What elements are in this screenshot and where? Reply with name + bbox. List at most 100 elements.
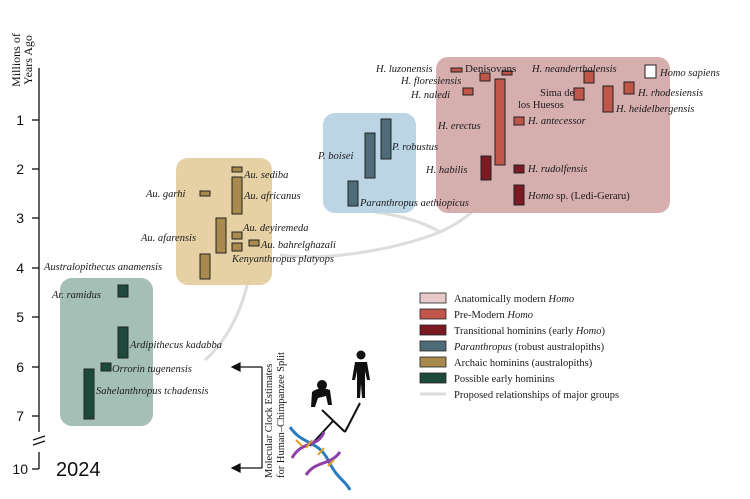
legend-transitional-suffix: ) — [601, 326, 605, 337]
bar-denisovans — [479, 72, 491, 82]
legend-item-paranthropus: Paranthropus (robust australopiths) — [419, 340, 605, 353]
svg-text:Anatomically modern Homo: Anatomically modern Homo — [454, 294, 574, 305]
label-naledi: H. naledi — [410, 90, 450, 101]
legend-transitional-italic: Homo — [575, 326, 602, 337]
early-labels: Ar. ramidus Ardipithecus kadabba Orrorin… — [51, 290, 222, 397]
bar-garhi — [199, 190, 211, 197]
curve-split-to-paranthropus — [374, 210, 441, 234]
modern-homo-group-box — [436, 57, 670, 213]
label-aethiopicus: Paranthropus aethiopicus — [359, 198, 469, 209]
label-kadabba: Ardipithecus kadabba — [129, 340, 222, 351]
axis-title-line2: Years Ago — [21, 35, 35, 85]
label-ramidus: Ar. ramidus — [51, 290, 101, 301]
early-hominins-group-box — [60, 278, 153, 426]
label-platyops: Kenyanthropus platyops — [231, 254, 334, 265]
bar-sapiens — [644, 64, 657, 79]
label-deyiremeda: Au. deyiremeda — [242, 223, 309, 234]
legend-item-transitional: Transitional hominins (early Homo) — [419, 324, 605, 337]
modern-homo-labels: H. luzonensis Denisovans H. floresiensis… — [375, 63, 720, 202]
year-label: 2024 — [56, 459, 101, 481]
bar-boisei — [364, 132, 376, 179]
dna-helix-icon — [288, 426, 352, 491]
bar-kadabba — [117, 326, 129, 359]
legend-premodern-text: Pre-Modern — [454, 310, 507, 321]
bar-sediba — [231, 166, 243, 173]
time-axis — [32, 68, 46, 470]
label-africanus: Au. africanus — [243, 191, 301, 202]
legend-paranthropus-italic: Paranthropus — [453, 342, 512, 353]
label-habilis: H. habilis — [425, 165, 467, 176]
molecular-clock-arrows — [230, 362, 263, 473]
label-garhi: Au. garhi — [145, 189, 186, 200]
bar-anamensis — [199, 253, 211, 280]
bar-luzonensis — [450, 67, 463, 73]
label-rhodesiensis: H. rhodesiensis — [637, 88, 703, 99]
molecular-clock-line1: Molecular Clock Estimates — [264, 364, 275, 478]
curve-archaic-to-split — [279, 230, 441, 259]
bar-robustus — [380, 118, 392, 160]
label-antecessor: H. antecessor — [527, 116, 587, 127]
legend-paranthropus-suffix: (robust australopiths) — [512, 342, 605, 353]
legend-relationship-text: Proposed relationships of major groups — [454, 390, 619, 401]
svg-text:Transitional hominins (early H: Transitional hominins (early Homo) — [454, 326, 605, 337]
axis-title: Millions of Years Ago — [9, 33, 35, 87]
legend-early-text: Possible early hominins — [454, 374, 554, 385]
label-tugenensis: Orrorin tugenensis — [112, 364, 192, 375]
legend-item-relationship: Proposed relationships of major groups — [420, 390, 619, 401]
archaic-labels: Au. sediba Au. garhi Au. africanus Au. d… — [43, 170, 336, 273]
label-rudolfensis: H. rudolfensis — [527, 164, 588, 175]
tick-4: 4 — [16, 260, 24, 276]
bar-neanderthalensis — [583, 70, 595, 84]
label-heidelbergensis: H. heidelbergensis — [615, 104, 694, 115]
label-sima-line1: Sima de — [540, 88, 574, 99]
tick-7: 7 — [16, 408, 24, 424]
bar-tchadensis — [83, 368, 95, 420]
bar-ramidus — [117, 284, 129, 298]
label-floresiensis: H. floresiensis — [400, 76, 461, 87]
bar-antecessor — [513, 116, 525, 126]
label-robustus: P. robustus — [391, 142, 438, 153]
legend-item-early: Possible early hominins — [419, 372, 554, 385]
label-tchadensis: Sahelanthropus tchadensis — [96, 386, 208, 397]
bar-platyops — [231, 242, 243, 252]
bar-heidelbergensis — [602, 85, 614, 113]
bar-naledi — [462, 87, 474, 96]
tick-10: 10 — [12, 461, 28, 477]
legend: Anatomically modern Homo Pre-Modern Homo… — [419, 292, 619, 401]
svg-text:Pre-Modern Homo: Pre-Modern Homo — [454, 310, 533, 321]
legend-item-premodern: Pre-Modern Homo — [419, 308, 533, 321]
legend-premodern-italic: Homo — [506, 310, 533, 321]
modern-homo-species — [450, 64, 657, 206]
tick-6: 6 — [16, 359, 24, 375]
bar-africanus — [231, 176, 243, 215]
bar-tugenensis — [100, 362, 112, 372]
bar-erectus — [494, 78, 506, 166]
label-afarensis: Au. afarensis — [140, 233, 196, 244]
bar-floresiensis-tip — [501, 70, 513, 76]
legend-archaic-text: Archaic hominins (australopiths) — [454, 358, 593, 369]
label-sima-line2: los Huesos — [518, 100, 564, 111]
curve-split-to-homo — [439, 210, 473, 234]
archaic-species — [199, 166, 260, 280]
molecular-clock-label: Molecular Clock Estimates for Human–Chim… — [264, 352, 287, 478]
label-sapiens: Homo sapiens — [659, 68, 720, 79]
tick-3: 3 — [16, 210, 24, 226]
human-icon — [352, 350, 370, 398]
legend-transitional-text: Transitional hominins (early — [454, 326, 576, 337]
bar-habilis — [480, 155, 492, 181]
label-anamensis: Australopithecus anamensis — [43, 262, 162, 273]
bar-rudolfensis — [513, 164, 525, 174]
legend-modern-text: Anatomically modern — [454, 294, 548, 305]
label-boisei: P. boisei — [317, 151, 353, 162]
label-denisovans: Denisovans — [465, 63, 516, 75]
chimpanzee-icon — [311, 380, 332, 407]
tick-2: 2 — [16, 161, 24, 177]
bar-sima — [573, 87, 585, 101]
label-homo-sp: Homo sp. (Ledi-Geraru) — [527, 191, 630, 202]
label-neanderthalensis: H. neanderthalensis — [531, 64, 617, 75]
axis-title-line1: Millions of — [9, 33, 23, 87]
bar-deyiremeda — [231, 231, 243, 240]
axis-tick-labels: 1 2 3 4 5 6 7 10 — [12, 112, 28, 477]
label-homo-sp-rest: sp. (Ledi-Geraru) — [554, 191, 631, 202]
